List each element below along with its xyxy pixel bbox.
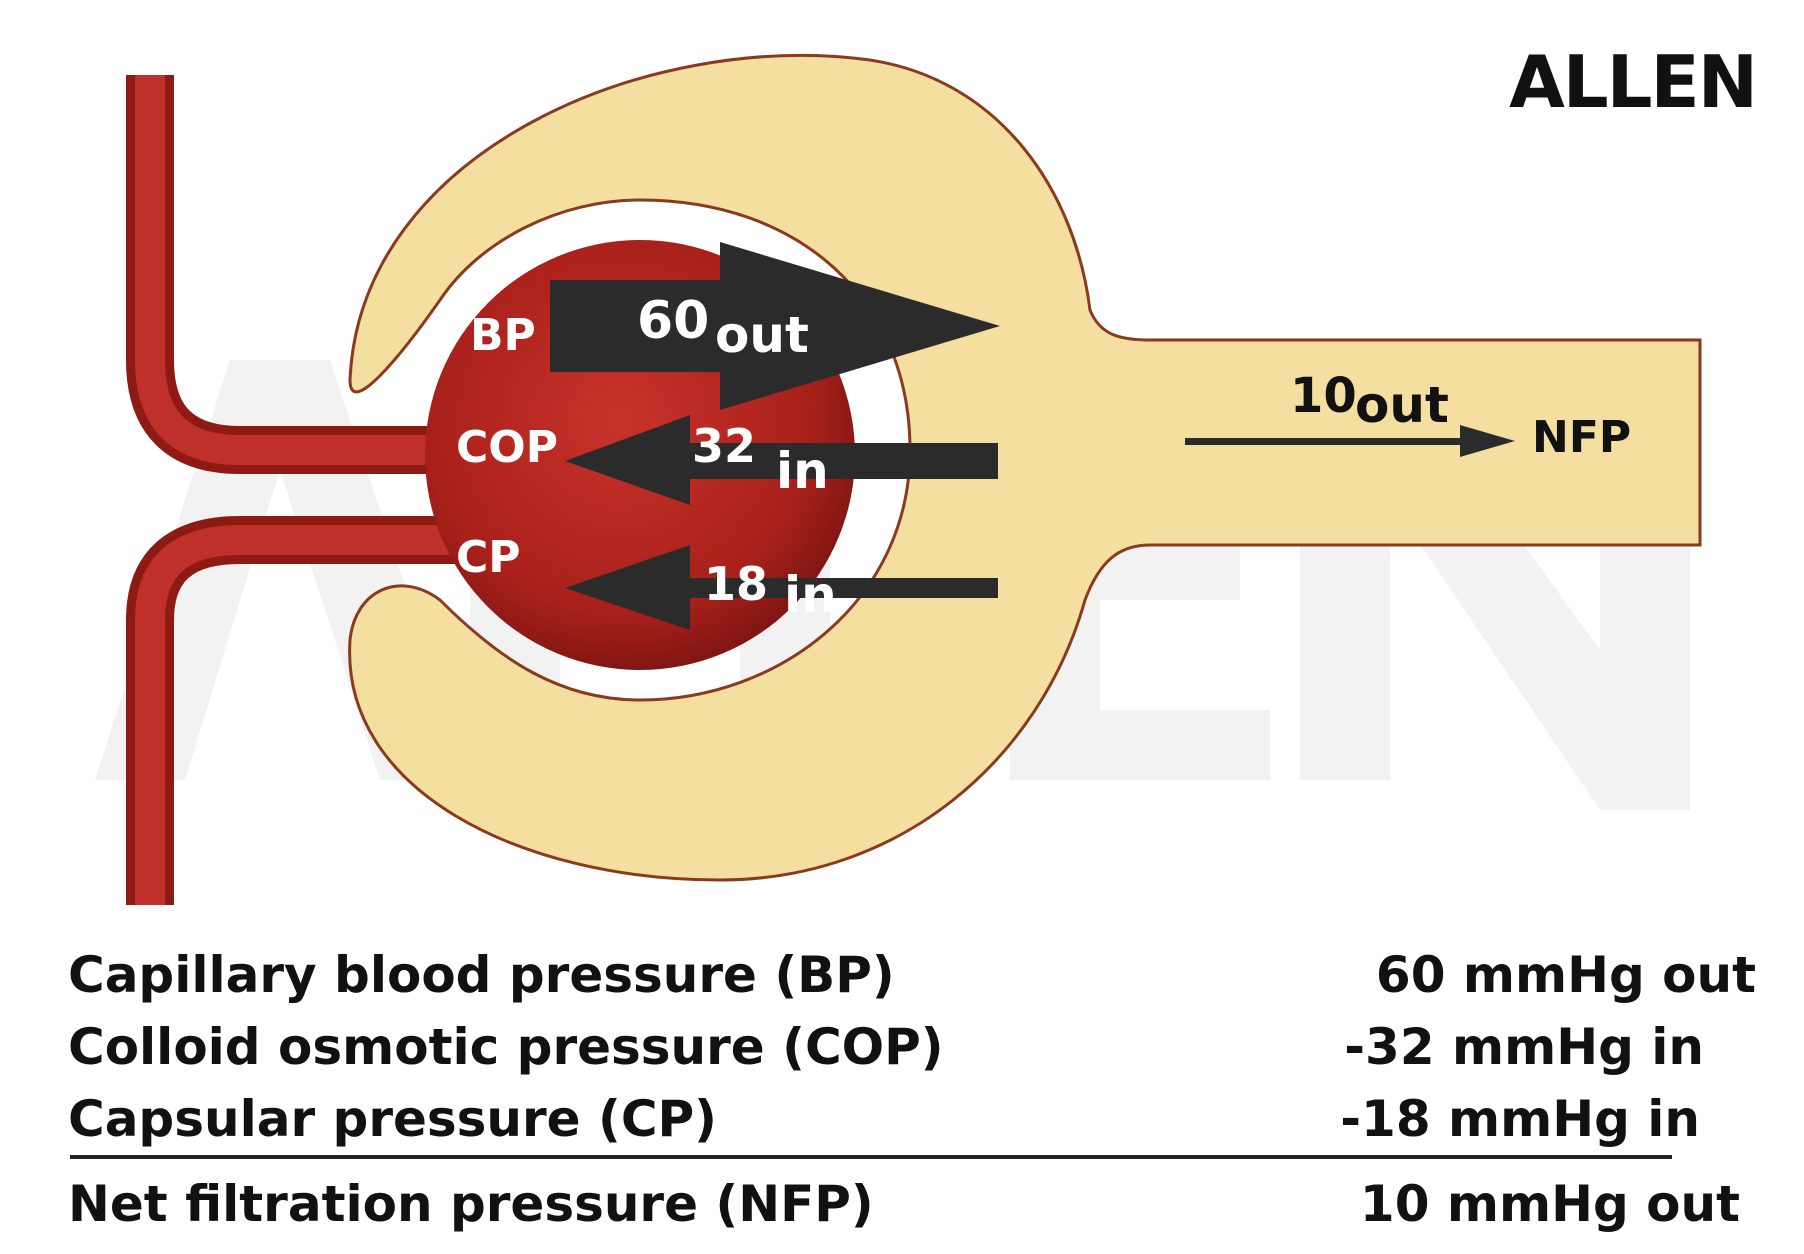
cop-direction: in — [776, 442, 829, 500]
cop-value: 32 — [692, 419, 756, 473]
bp-row-value: 60 mmHg out — [1375, 946, 1756, 1004]
cp-value: 18 — [704, 557, 768, 611]
sum-divider — [70, 1155, 1672, 1159]
cp-row-name: Capsular pressure (CP) — [68, 1090, 718, 1148]
nfp-value: 10 — [1290, 368, 1357, 424]
cp-row-value: -18 mmHg in — [1340, 1090, 1700, 1148]
nfp-direction: out — [1355, 376, 1449, 434]
nfp-row-value: 10 mmHg out — [1359, 1175, 1740, 1233]
cop-label: COP — [456, 422, 558, 473]
cp-direction: in — [784, 566, 837, 624]
cp-arrow — [565, 545, 998, 630]
bp-label: BP — [470, 310, 536, 361]
nfp-row-name: Net filtration pressure (NFP) — [68, 1175, 874, 1233]
bowmans-capsule — [348, 53, 1702, 882]
cp-label: CP — [456, 532, 521, 583]
allen-logo: ALLEN — [1509, 40, 1758, 124]
bp-direction: out — [715, 306, 809, 364]
bp-row-name: Capillary blood pressure (BP) — [68, 946, 895, 1004]
cop-row-name: Colloid osmotic pressure (COP) — [68, 1018, 944, 1076]
cop-arrow — [565, 415, 998, 505]
cop-row-value: -32 mmHg in — [1344, 1018, 1704, 1076]
nfp-arrow — [1185, 425, 1515, 457]
bp-value: 60 — [637, 291, 709, 351]
bp-arrow — [550, 242, 1000, 410]
blood-vessels — [126, 75, 470, 905]
nfp-label: NFP — [1532, 412, 1631, 463]
